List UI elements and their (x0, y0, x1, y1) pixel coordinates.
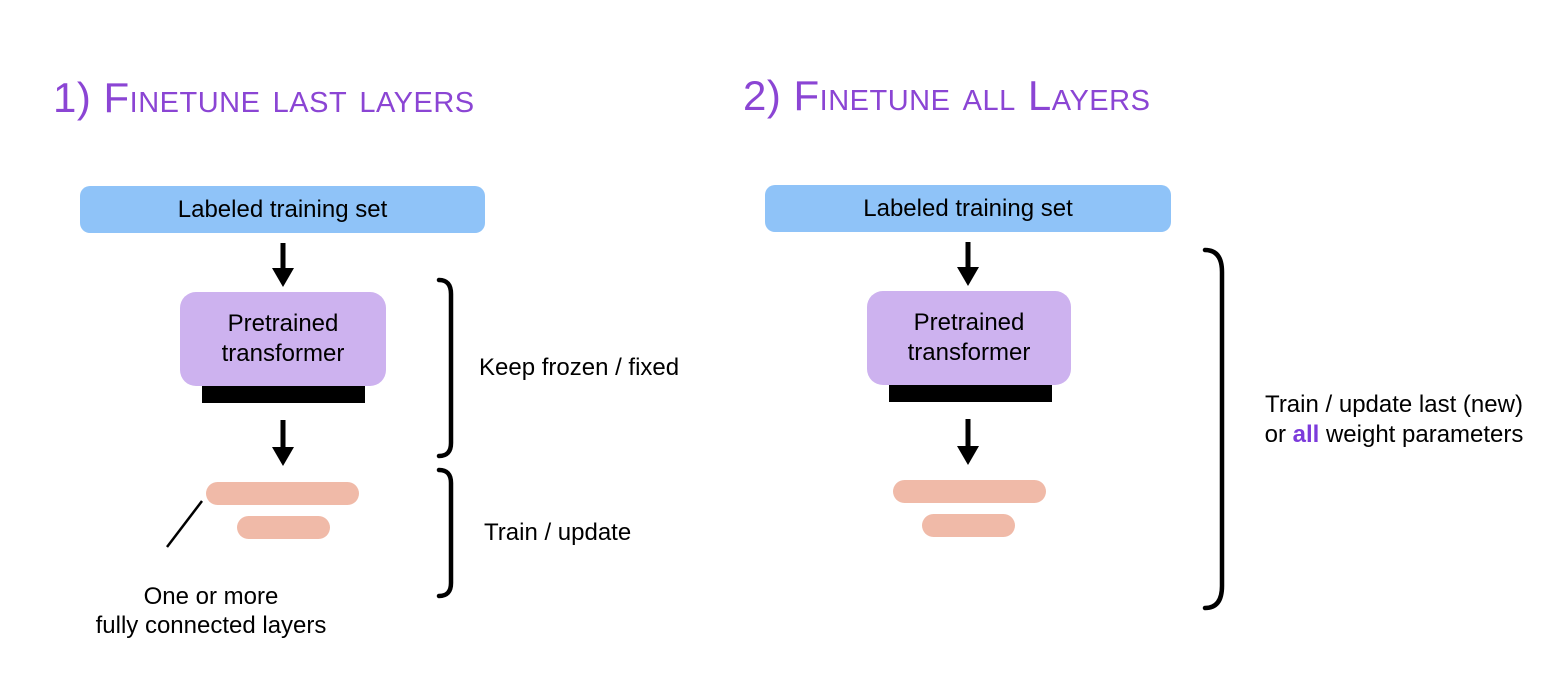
panel1-fc-layer-bar-1 (206, 482, 359, 505)
panel2-note-all-highlight: all (1292, 421, 1320, 448)
panel2-layer-bar-1 (893, 480, 1046, 503)
panel2-train-note-line2: or all weight parameters (1248, 420, 1540, 450)
panel2-arrow-down-icon-1 (957, 242, 979, 286)
panel2-transformer-line2: transformer (907, 339, 1031, 366)
panel1-transformer-line1: Pretrained (227, 310, 339, 337)
panel2-transformer-base-bar (889, 385, 1052, 402)
panel1-frozen-bracket (436, 277, 454, 459)
panel1-fc-note-line1: One or more (143, 583, 279, 610)
panel1-labeled-training-set-box: Labeled training set (80, 186, 485, 233)
panel1-fc-pointer-line (166, 500, 203, 548)
panel2-labeled-training-set-box: Labeled training set (765, 185, 1171, 232)
panel2-train-bracket (1202, 247, 1225, 611)
panel2-note-suffix: weight parameters (1319, 421, 1524, 448)
panel1-heading: 1) Finetune last layers (53, 74, 475, 121)
panel2-transformer-line1: Pretrained (913, 309, 1025, 336)
panel1-arrow-down-icon-1 (272, 243, 294, 287)
panel2-layer-bar-2 (922, 514, 1015, 537)
panel1-train-bracket (436, 467, 454, 599)
panel1-transformer-base-bar (202, 386, 365, 403)
panel2-train-note: Train / update last (new) or all weight … (1248, 390, 1540, 450)
panel2-train-note-line1: Train / update last (new) (1265, 391, 1523, 418)
panel1-fc-layer-bar-2 (237, 516, 330, 539)
panel2-heading: 2) Finetune all Layers (743, 72, 1151, 119)
panel1-frozen-label: Keep frozen / fixed (479, 354, 680, 381)
panel2-note-prefix: or (1264, 421, 1293, 448)
panel1-transformer-line2: transformer (221, 340, 345, 367)
panel1-fc-note-line2: fully connected layers (95, 612, 327, 639)
panel1-pretrained-transformer-box: Pretrained transformer (180, 292, 386, 386)
panel1-fc-note: One or more fully connected layers (55, 582, 367, 640)
panel2-arrow-down-icon-2 (957, 419, 979, 465)
panel1-arrow-down-icon-2 (272, 420, 294, 466)
panel2-pretrained-transformer-box: Pretrained transformer (867, 291, 1071, 385)
panel1-train-update-label: Train / update (484, 519, 632, 546)
panel1-labeled-training-set-label: Labeled training set (177, 195, 388, 223)
panel2-labeled-training-set-label: Labeled training set (863, 194, 1073, 222)
